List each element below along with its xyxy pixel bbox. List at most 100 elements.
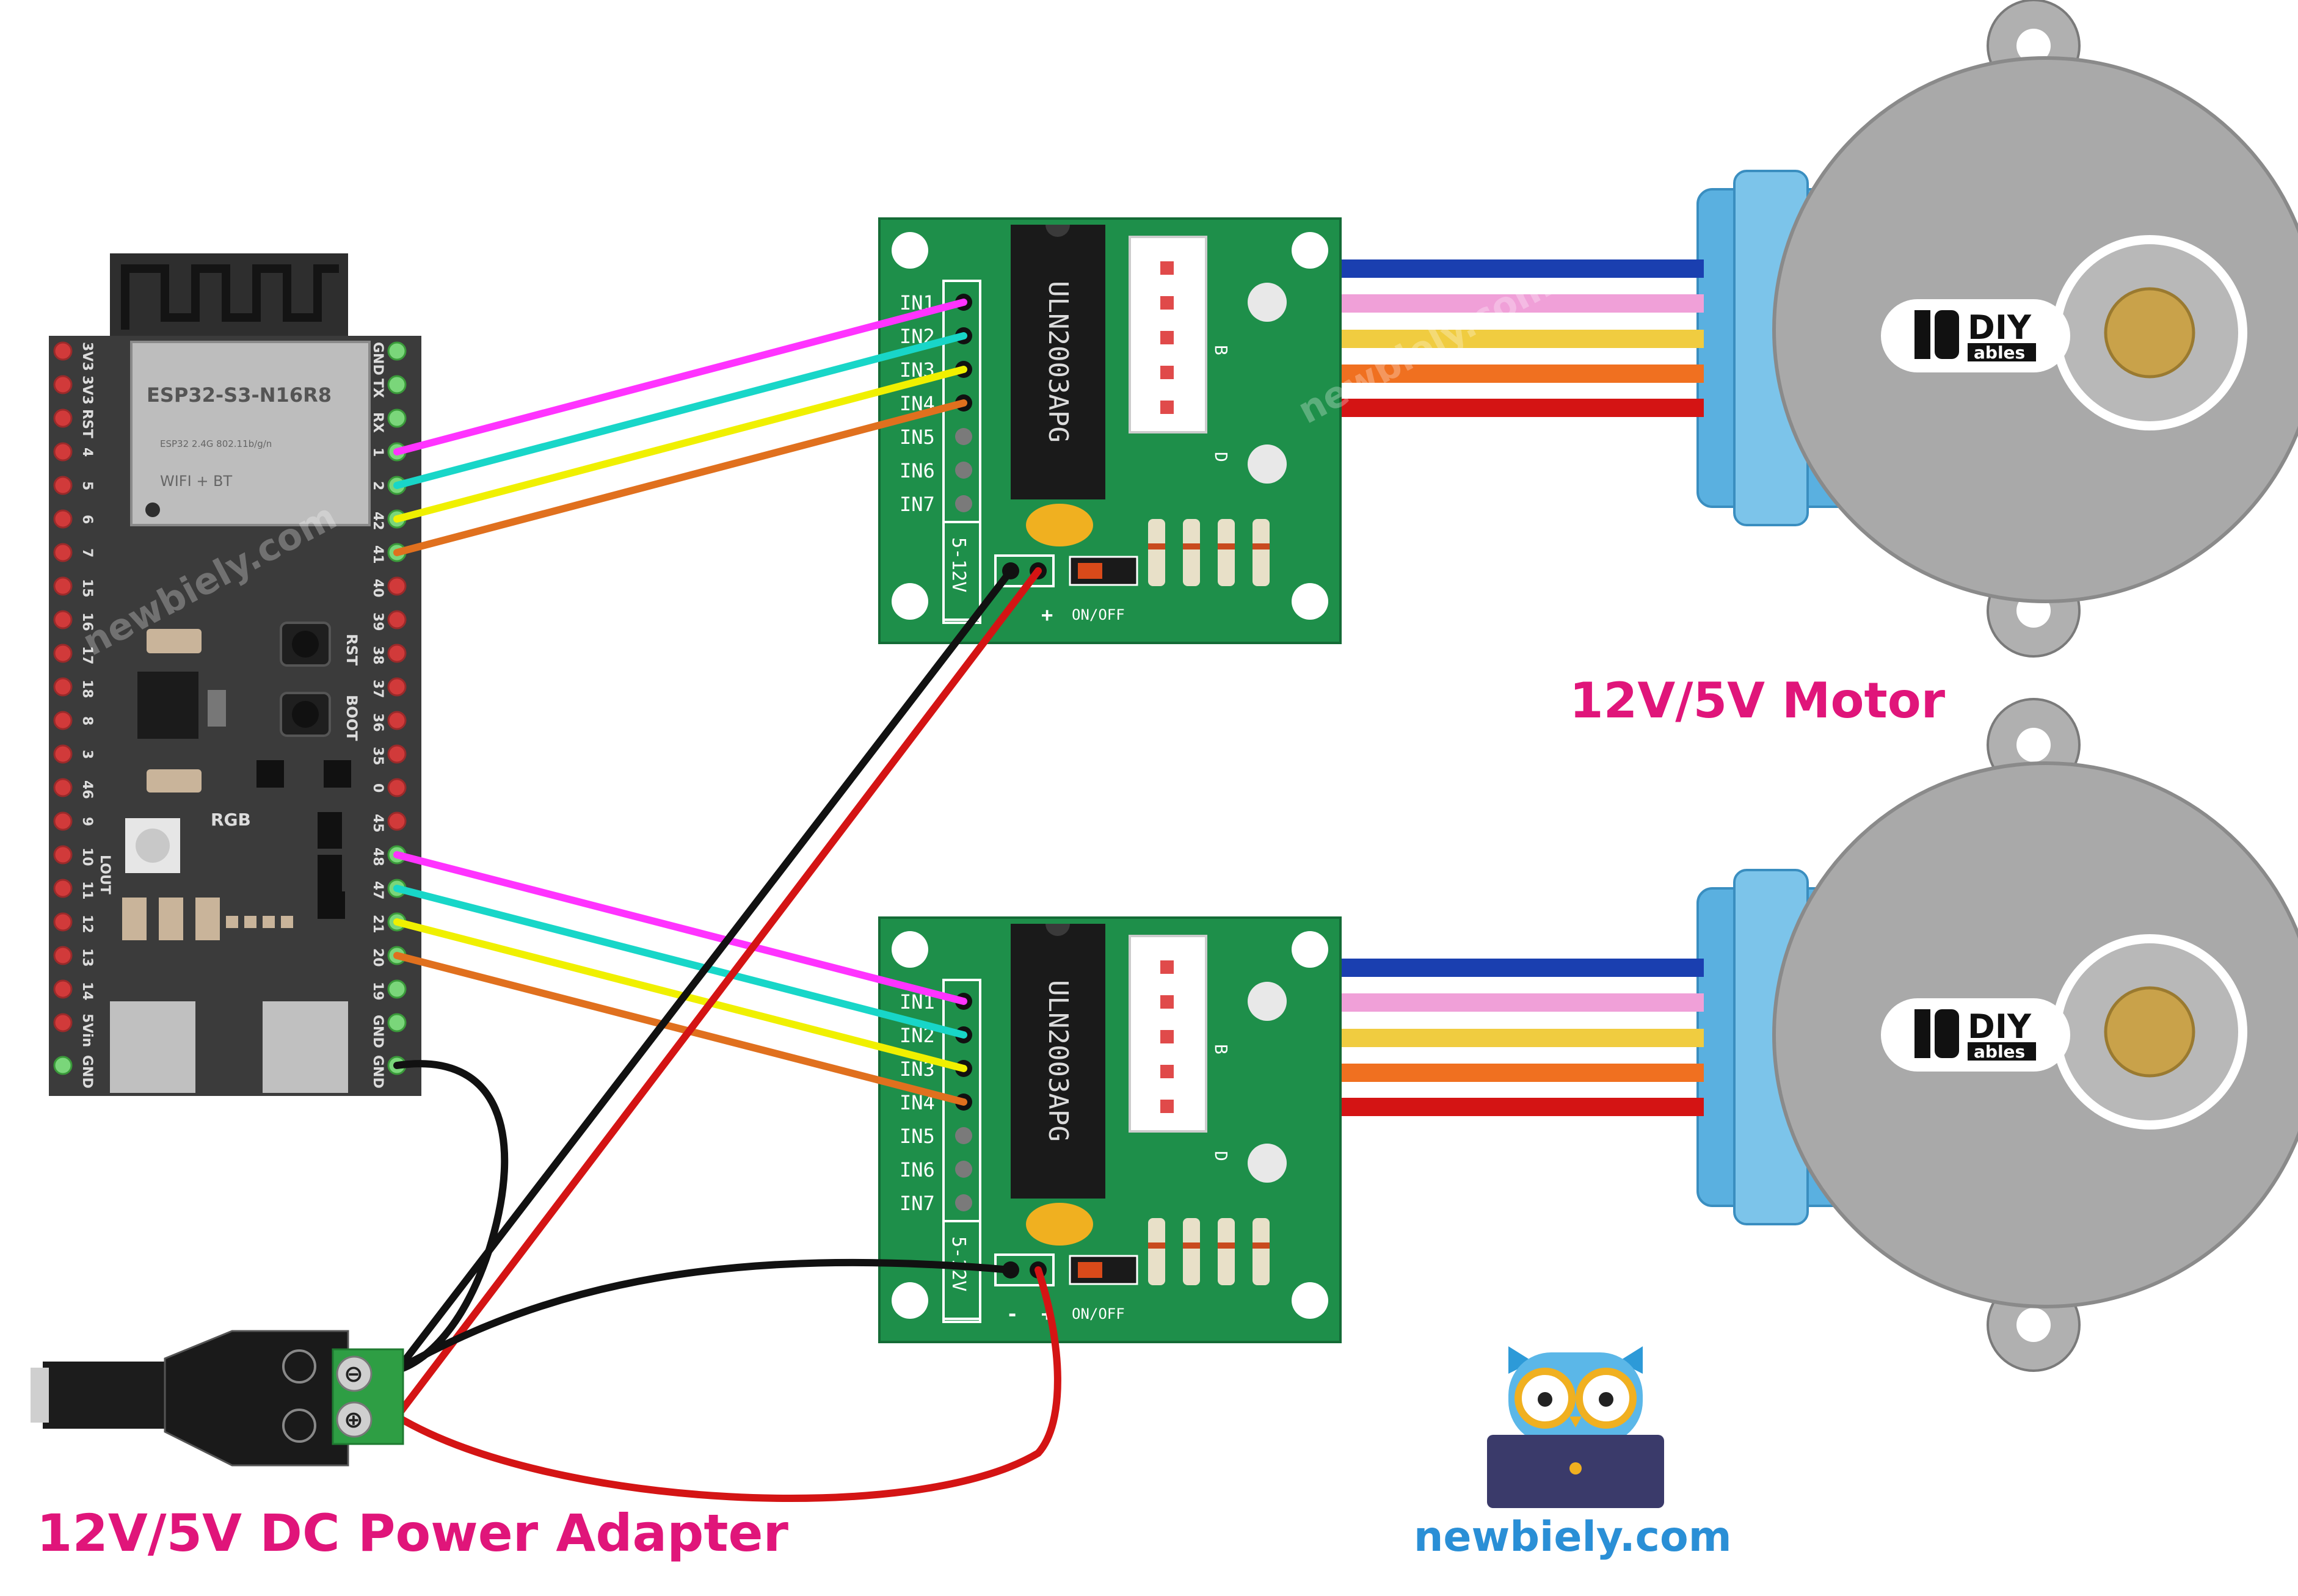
esp32-pin-left [53,1013,73,1032]
uln2003-driver-bottom: IN1 IN2 IN3 IN4 IN5 IN6 IN7 ULN2003APG B… [878,916,1342,1343]
pin-label: 7 [79,548,95,557]
diyables-logo: DIY ables [1881,998,2070,1072]
pin-label: 41 [370,545,385,564]
esp32-pin-right [387,341,407,361]
esp32-pin-left [53,341,73,361]
esp32-pin-left [53,711,73,730]
uln2003-driver-top: IN1 IN2 IN3 IN4 IN5 IN6 IN7 ULN2003APG B… [878,217,1342,644]
pin-label: 12 [79,915,95,934]
pin-label: 38 [370,646,385,665]
esp32-pin-right [387,744,407,764]
pin-label: 35 [370,747,385,766]
esp32-pin-left [53,476,73,495]
driver-led-label: D [1211,452,1231,462]
esp32-board: ESP32-S3-N16R8 ESP32 2.4G 802.11b/g/n WI… [49,253,421,1096]
signal-wires-bottom [393,851,967,1106]
esp32-module-name: ESP32-S3-N16R8 [147,383,332,407]
pin-label: RST [79,409,95,438]
driver-resistors [1148,1218,1270,1285]
signal-wires-top [393,299,967,556]
driver-plus-label: + [1041,603,1053,626]
pin-label: 45 [370,814,385,833]
esp32-pin-left [53,879,73,898]
pin-label: GND [370,342,385,375]
pin-label: GND [370,1055,385,1089]
esp32-pin-right [387,979,407,999]
esp32-pin-left [53,1056,73,1075]
pin-label: 5 [79,481,95,490]
pin-label: 10 [79,847,95,866]
logo-ables-text: ables [1974,343,2025,363]
pin-label: 0 [370,783,385,793]
esp32-pin-right [387,1013,407,1032]
esp32-pin-left [53,744,73,764]
esp32-module-sub: ESP32 2.4G 802.11b/g/n [160,438,272,449]
esp32-pin-left [53,811,73,831]
esp32-pin-left [53,576,73,596]
pin-label: 19 [370,982,385,1001]
driver-switch-label: ON/OFF [1072,606,1125,623]
pin-label: 17 [79,646,95,665]
power-adapter-label: 12V/5V DC Power Adapter [37,1503,788,1563]
pin-label: 8 [79,716,95,725]
driver-chip-label: ULN2003APG [1042,980,1074,1142]
pin-label: 40 [370,579,385,598]
esp32-left-labels: 3V3 3V3 RST 4 5 6 7 15 16 17 18 8 3 46 9… [79,342,112,1089]
esp32-pin-left [53,946,73,965]
diyables-logo: DIY ables [1881,299,2070,372]
newbiely-site-label: newbiely.com [1414,1513,1732,1561]
esp32-left-header [53,341,73,1075]
driver-pin-label: IN5 [900,426,935,449]
esp32-pin-right [387,576,407,596]
pin-label: 21 [370,915,385,934]
pin-label: GND [79,1055,95,1089]
esp32-pin-right [387,778,407,797]
pin-label: 37 [370,680,385,698]
esp32-pin-right [387,610,407,629]
terminal-plus-icon: ⊕ [344,1406,363,1433]
driver-minus-label: - [1006,1302,1018,1326]
pin-label: 4 [79,448,95,457]
esp32-boot-label: BOOT [343,695,360,741]
esp32-pin-left [53,912,73,932]
logo-diy-text: DIY [1968,308,2032,347]
pin-label: 36 [370,713,385,732]
pin-label: 16 [79,612,95,631]
pin-label: 15 [79,579,95,598]
pin-label: LOUT [97,855,112,894]
driver-chip-label: ULN2003APG [1042,281,1074,443]
esp32-pin-left [53,408,73,428]
pin-label: 9 [79,817,95,826]
esp32-pin-left [53,375,73,394]
esp32-pin-left [53,509,73,529]
stepper-motor-bottom: DIY ables [1696,698,2298,1372]
esp32-rst-label: RST [343,634,360,666]
driver-resistors [1148,519,1270,586]
stepper-motor-top: DIY ables [1696,0,2298,658]
esp32-pin-right [387,375,407,394]
esp32-pin-left [53,644,73,663]
terminal-minus-icon: ⊖ [344,1360,363,1387]
pin-label: 5Vin [79,1014,95,1047]
esp32-pin-right [387,408,407,428]
esp32-pin-right [387,711,407,730]
esp32-pin-left [53,677,73,697]
pin-label: 47 [370,881,385,900]
esp32-pin-left [53,610,73,629]
newbiely-owl-logo: newbiely.com [1414,1346,1732,1561]
driver-voltage-label: 5-12V [948,537,969,592]
logo-diy-text: DIY [1968,1007,2032,1046]
driver-pin-label: IN6 [900,1158,935,1181]
esp32-pin-left [53,979,73,999]
pin-label: 48 [370,847,385,866]
pin-label: 20 [370,948,385,967]
motor-label: 12V/5V Motor [1569,672,1946,729]
esp32-pin-left [53,778,73,797]
logo-ables-text: ables [1974,1042,2025,1062]
esp32-pin-right [387,677,407,697]
esp32-pin-right [387,644,407,663]
esp32-pin-left [53,543,73,562]
pin-label: 3V3 [79,342,95,371]
pin-label: 1 [370,448,385,457]
driver-led-label: B [1211,1044,1231,1054]
